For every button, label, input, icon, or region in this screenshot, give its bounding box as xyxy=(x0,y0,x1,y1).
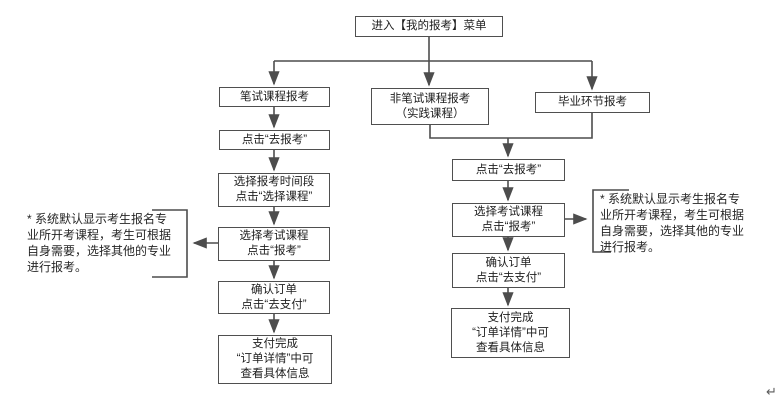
left-note-bracket xyxy=(152,209,188,278)
flow-node-practical-select-course: 选择考试课程 点击“报考” xyxy=(452,203,565,237)
flow-node-practical-click-apply: 点击“去报考” xyxy=(452,159,565,181)
flow-node-written-select-period: 选择报考时间段 点击“选择课程” xyxy=(218,173,330,207)
right-note-bracket xyxy=(592,189,629,253)
flow-node-written-select-course: 选择考试课程 点击“报考” xyxy=(218,227,330,261)
paragraph-return-mark: ↵ xyxy=(766,384,777,399)
flow-node-written-payment-done: 支付完成 “订单详情”中可 查看具体信息 xyxy=(218,335,332,384)
flow-node-written-click-apply: 点击“去报考” xyxy=(219,130,330,150)
flow-node-practical-course: 非笔试课程报考 （实践课程） xyxy=(371,88,489,125)
connector-merge xyxy=(429,113,593,139)
annotation-left-note: * 系统默认显示考生报名专 业所开考课程，考生可根据 自身需要，选择其他的专业 … xyxy=(27,212,172,274)
flow-node-graduation-course: 毕业环节报考 xyxy=(535,92,650,113)
flow-node-practical-payment-done: 支付完成 “订单详情”中可 查看具体信息 xyxy=(451,308,570,358)
flow-node-written-course: 笔试课程报考 xyxy=(219,87,330,107)
flow-node-start: 进入【我的报考】菜单 xyxy=(355,16,503,37)
flow-node-practical-confirm-order: 确认订单 点击“去支付” xyxy=(452,253,565,288)
flow-node-written-confirm-order: 确认订单 点击“去支付” xyxy=(218,281,330,314)
annotation-right-note: * 系统默认显示考生报名专 业所开考课程，考生可根据 自身需要，选择其他的专业 … xyxy=(600,192,745,254)
